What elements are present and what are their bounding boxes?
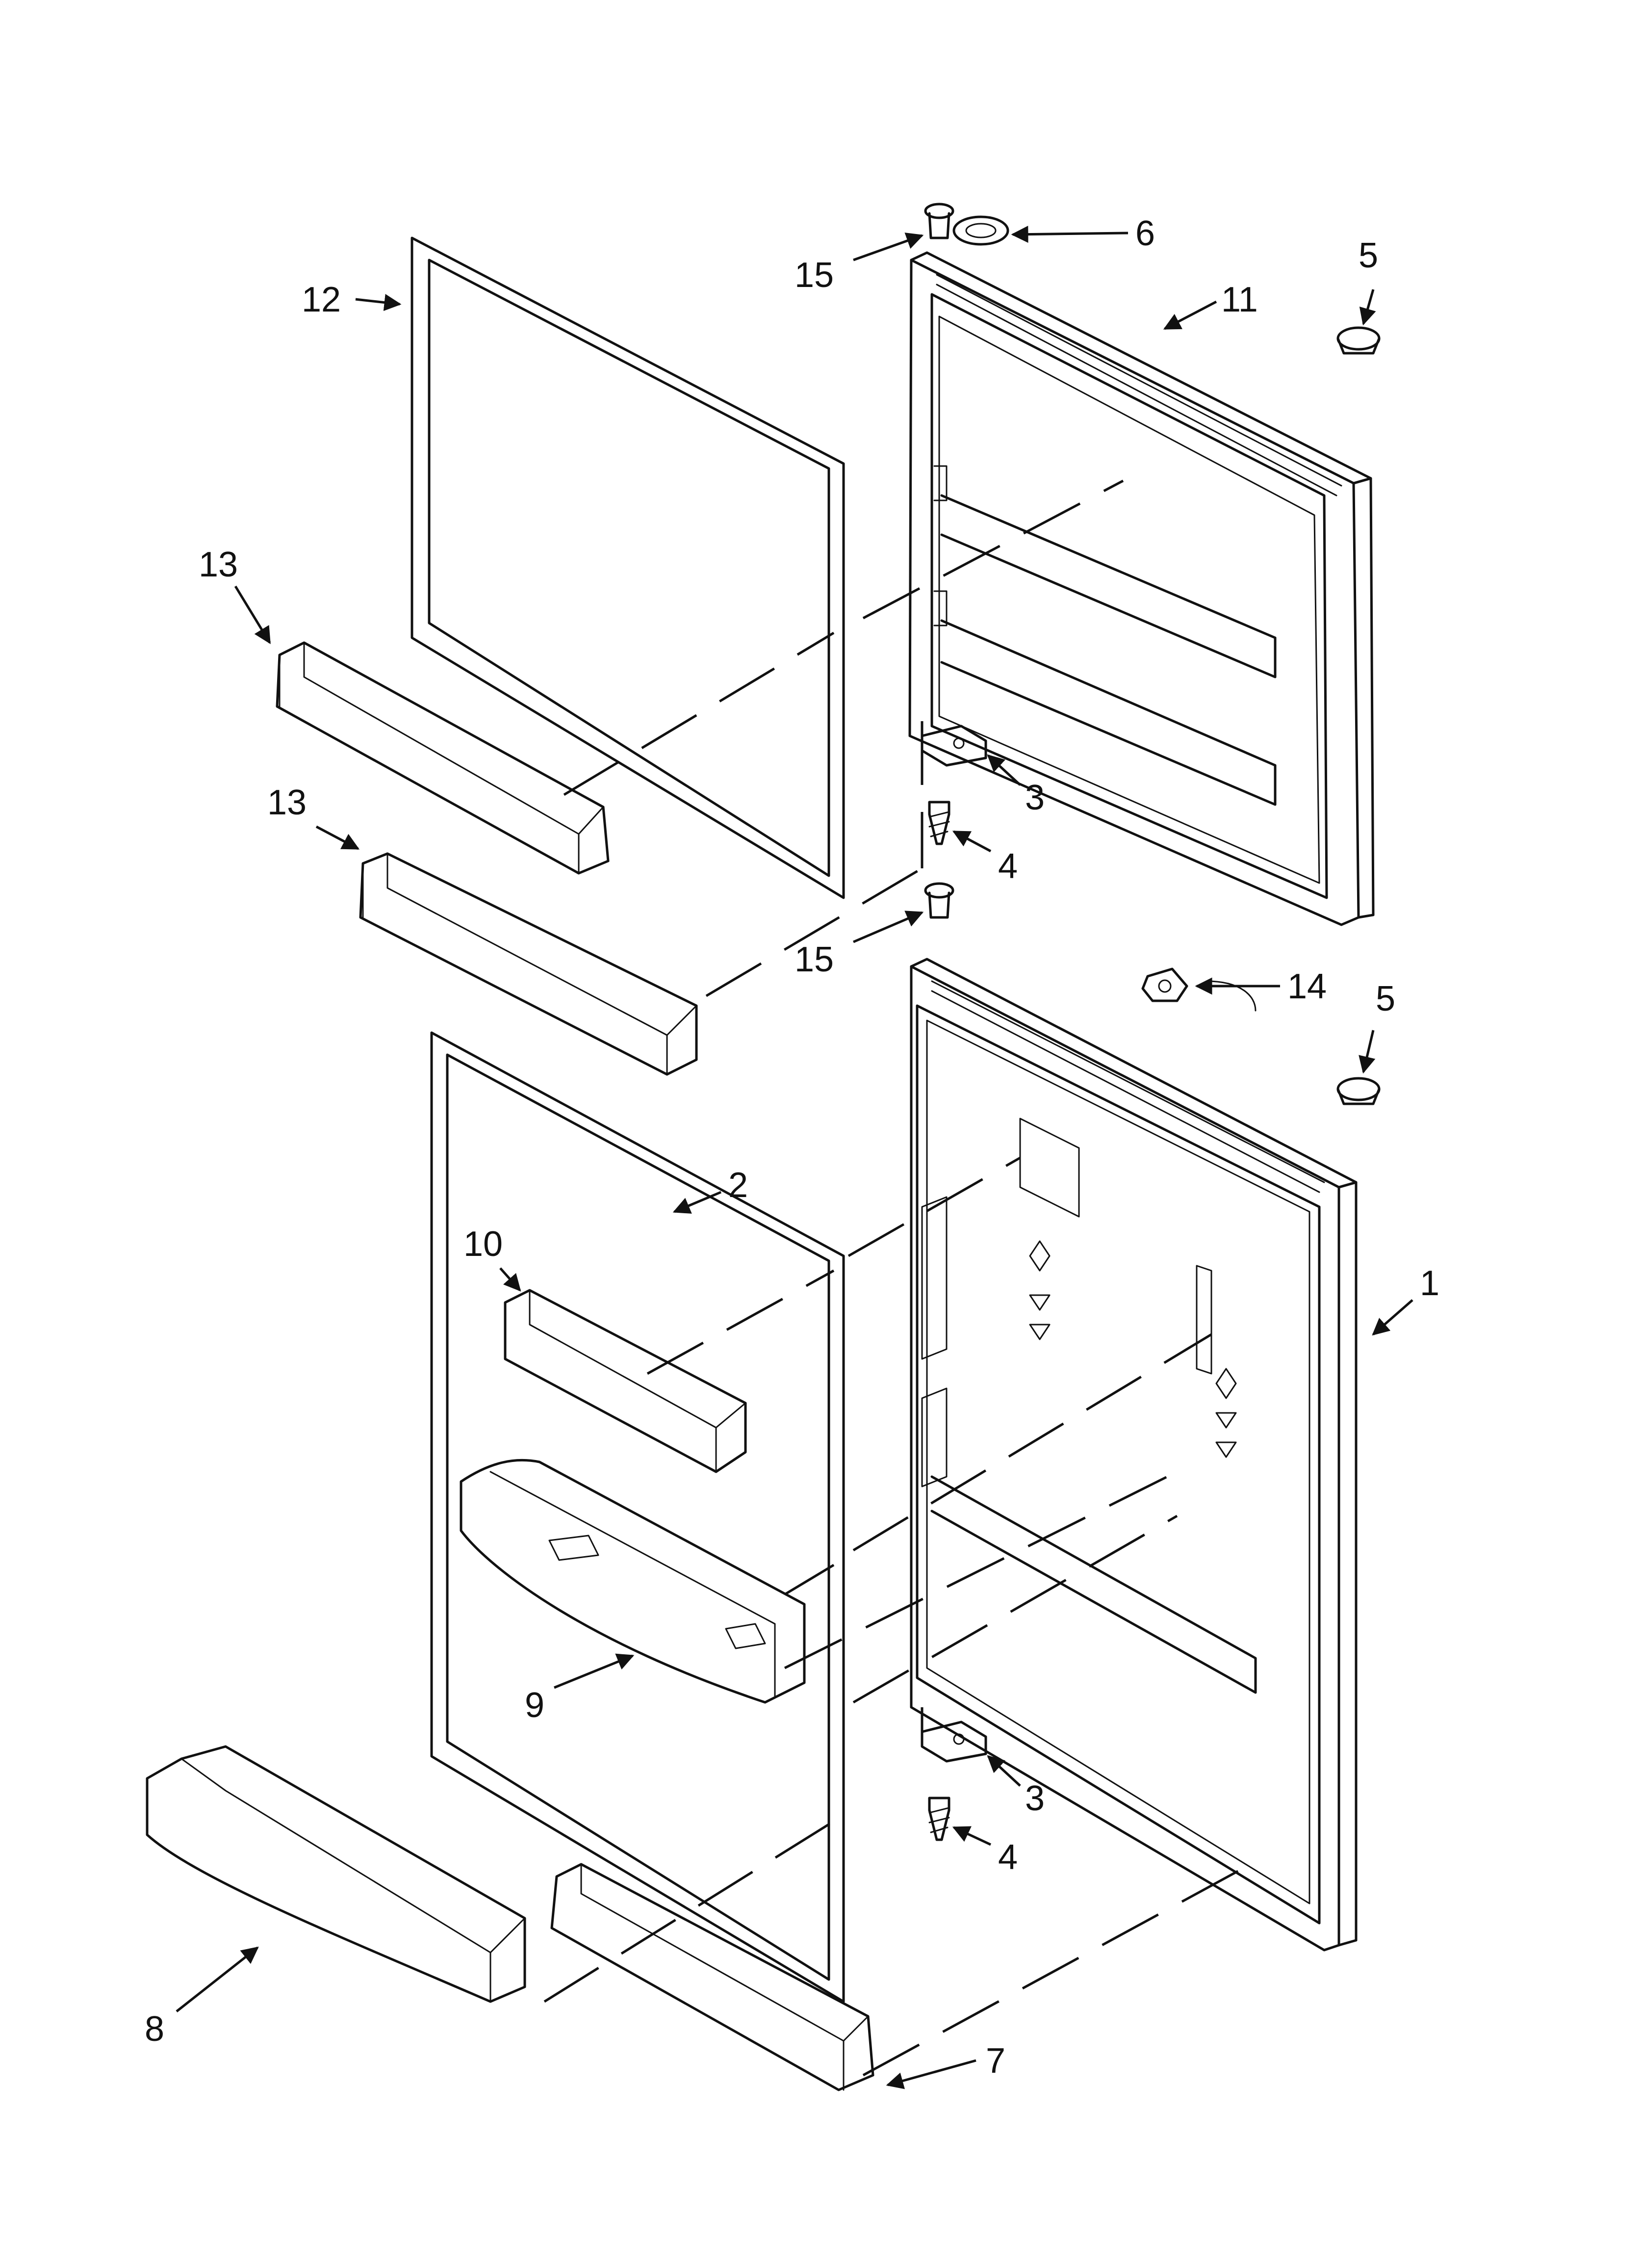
door-bin-large bbox=[460, 1459, 806, 1704]
leader-lines bbox=[176, 226, 1413, 2089]
refrigerator-door bbox=[910, 958, 1358, 1952]
callout-1: 1 bbox=[1420, 1264, 1439, 1303]
callout-4-lower: 4 bbox=[998, 1838, 1018, 1877]
door-stop bbox=[1141, 967, 1188, 1002]
freezer-shelf-lower bbox=[359, 852, 698, 1076]
callout-13-upper: 13 bbox=[199, 545, 238, 584]
door-bin-small bbox=[504, 1289, 747, 1473]
washer bbox=[952, 215, 1009, 246]
callout-5-lower: 5 bbox=[1376, 979, 1395, 1018]
hinge-lower bbox=[921, 1721, 987, 1763]
callout-3-upper: 3 bbox=[1025, 778, 1045, 817]
callout-11: 11 bbox=[1221, 280, 1258, 319]
callout-7: 7 bbox=[986, 2041, 1005, 2081]
callout-10: 10 bbox=[463, 1225, 503, 1264]
alignment-lines bbox=[543, 479, 1252, 2077]
callout-4-upper: 4 bbox=[998, 847, 1018, 886]
hole-plug-lower bbox=[1336, 1077, 1381, 1105]
hinge-pin-lower bbox=[924, 882, 954, 919]
freezer-shelf-upper bbox=[276, 641, 610, 875]
refrigerator-gasket bbox=[430, 1031, 845, 2003]
freezer-door bbox=[908, 251, 1375, 926]
hole-plug-upper bbox=[1336, 326, 1381, 355]
callout-8: 8 bbox=[145, 2009, 164, 2049]
callout-2: 2 bbox=[728, 1166, 748, 1205]
screw-upper bbox=[928, 801, 950, 845]
callout-12: 12 bbox=[302, 280, 341, 319]
callout-5-upper: 5 bbox=[1359, 236, 1378, 275]
callout-14: 14 bbox=[1287, 967, 1327, 1006]
callout-labels: 12 13 13 15 6 11 5 3 4 15 14 5 2 10 1 9 … bbox=[145, 214, 1439, 2081]
freezer-gasket bbox=[410, 236, 845, 899]
screw-lower bbox=[928, 1797, 950, 1841]
callout-6: 6 bbox=[1135, 214, 1155, 253]
hinge-pin-upper bbox=[924, 203, 954, 239]
callout-9: 9 bbox=[525, 1686, 544, 1725]
door-bin-bottom bbox=[550, 1863, 874, 2091]
callout-15-upper: 15 bbox=[795, 256, 834, 295]
callout-3-lower: 3 bbox=[1025, 1779, 1045, 1818]
door-bin-left bbox=[146, 1745, 526, 2003]
callout-13-lower: 13 bbox=[267, 783, 307, 822]
callout-15-lower: 15 bbox=[795, 940, 834, 979]
